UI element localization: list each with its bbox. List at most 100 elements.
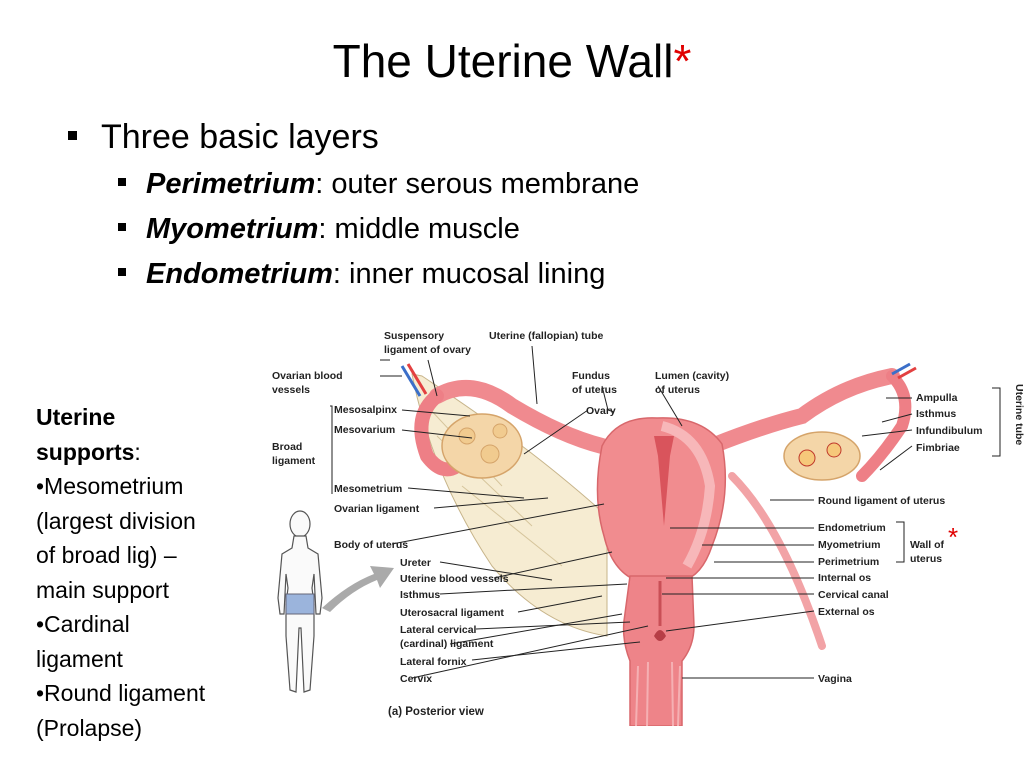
supports-heading: Uterine [36, 400, 256, 435]
uterine-tube-bracket [992, 387, 1001, 457]
uterus-posterior-view-diagram: Suspensory ligament of ovary Uterine (fa… [272, 330, 1024, 726]
supports-colon: : [134, 438, 141, 465]
myometrium-layer [660, 421, 716, 569]
label-suspensory-ligament: Suspensory [384, 330, 444, 342]
label-ovarian-vessels: Ovarian blood [272, 370, 343, 382]
label-fimbriae: Fimbriae [916, 442, 960, 454]
label-suspensory-ligament-2: ligament of ovary [384, 344, 471, 356]
left-fimbriae [414, 389, 464, 477]
ovary-follicle [492, 423, 508, 439]
label-ovary: Ovary [586, 405, 616, 417]
leader-line [879, 445, 913, 471]
leader-line [517, 595, 603, 613]
label-broad-ligament-2: ligament [272, 455, 316, 467]
label-lumen-2: of uterus [655, 384, 700, 396]
bullet-main: Three basic layers [68, 118, 379, 157]
right-ovary [783, 431, 861, 481]
label-external-os: External os [818, 606, 875, 618]
label-lumen: Lumen (cavity) [655, 370, 729, 382]
leader-line [475, 621, 631, 630]
left-ovary [441, 413, 523, 479]
square-bullet-icon [118, 178, 126, 186]
square-bullet-icon [118, 268, 126, 276]
label-uterine-tube-side: Uterine tube [1013, 384, 1024, 445]
label-mesovarium: Mesovarium [334, 424, 395, 436]
layer-desc: : middle muscle [318, 213, 520, 245]
ovarian-artery [406, 363, 428, 395]
label-mesometrium: Mesometrium [334, 483, 402, 495]
ovary-follicle [826, 442, 842, 458]
leader-line [449, 613, 623, 645]
label-mesosalpinx: Mesosalpinx [334, 404, 397, 416]
label-isthmus-left: Isthmus [400, 589, 440, 601]
layer-bullet-endometrium: Endometrium: inner mucosal lining [118, 258, 605, 291]
layer-desc: : inner mucosal lining [332, 258, 606, 290]
layer-desc: : outer serous membrane [315, 168, 640, 200]
supports-heading-line2: supports [36, 438, 135, 465]
label-ureter: Ureter [400, 557, 431, 569]
label-myometrium: Myometrium [818, 539, 880, 551]
ovary-follicle [458, 427, 476, 445]
label-uterosacral-ligament: Uterosacral ligament [400, 607, 504, 619]
leader-line [427, 359, 438, 397]
external-os-shape [654, 630, 666, 641]
label-wall-of-uterus-2: uterus [910, 553, 942, 565]
right-fimbriae [856, 370, 912, 482]
layer-bullet-perimetrium: Perimetrium: outer serous membrane [118, 168, 639, 201]
leader-line [439, 561, 553, 581]
supports-line: (Prolapse) [36, 714, 143, 741]
human-figure-illustration [277, 510, 323, 693]
leader-line [601, 385, 615, 413]
supports-line: •Round ligament [36, 680, 206, 706]
right-artery [897, 366, 917, 380]
title-text: The Uterine Wall [332, 35, 674, 87]
leader-line [523, 409, 589, 455]
supports-heading-line2-wrap: supports: [36, 435, 256, 470]
leader-line [881, 413, 913, 423]
arrow-shape [322, 566, 394, 612]
uterus-body [596, 417, 727, 582]
supports-line: of broad lig) – [36, 542, 177, 568]
leader-line [471, 641, 641, 661]
label-lateral-cervical: Lateral cervical [400, 624, 477, 636]
vagina-rugae [635, 661, 681, 726]
leader-line [531, 345, 538, 405]
label-fundus: Fundus [572, 370, 610, 382]
diagram-caption: (a) Posterior view [388, 706, 484, 718]
layer-bullet-myometrium: Myometrium: middle muscle [118, 213, 520, 246]
broad-ligament-bracket [330, 405, 333, 494]
cervix-vagina [622, 575, 695, 726]
wall-bracket [896, 521, 905, 563]
title-asterisk: * [673, 35, 692, 87]
label-ampulla: Ampulla [916, 392, 958, 404]
supports-line: •Cardinal [36, 611, 130, 637]
ovary-follicle [480, 444, 500, 464]
square-bullet-icon [118, 223, 126, 231]
bullet-main-text: Three basic layers [101, 118, 379, 156]
square-bullet-icon [68, 131, 77, 140]
supports-line: (largest division [36, 507, 196, 534]
label-isthmus-right: Isthmus [916, 408, 956, 420]
pointer-arrow-icon [322, 566, 394, 612]
leader-line [665, 610, 815, 632]
label-lateral-cervical-2: (cardinal) ligament [400, 638, 494, 650]
label-body-of-uterus: Body of uterus [334, 539, 408, 551]
label-endometrium: Endometrium [818, 522, 886, 534]
leader-line [657, 385, 683, 427]
label-lateral-fornix: Lateral fornix [400, 656, 467, 668]
leader-line [401, 409, 471, 417]
supports-line: ligament [36, 645, 123, 672]
label-broad-ligament: Broad [272, 441, 302, 453]
layer-term: Perimetrium [146, 168, 316, 200]
leader-line [433, 497, 549, 509]
left-uterine-tube [429, 380, 610, 454]
label-fundus-2: of uterus [572, 384, 617, 396]
label-wall-of-uterus: Wall of [910, 539, 945, 551]
label-infundibulum: Infundibulum [916, 425, 982, 437]
leader-line [493, 551, 613, 579]
label-ovarian-ligament: Ovarian ligament [334, 503, 420, 515]
leader-lines [330, 345, 1001, 679]
pelvis-highlight [285, 593, 315, 615]
label-round-ligament: Round ligament of uterus [818, 495, 945, 507]
leader-line [407, 487, 525, 499]
